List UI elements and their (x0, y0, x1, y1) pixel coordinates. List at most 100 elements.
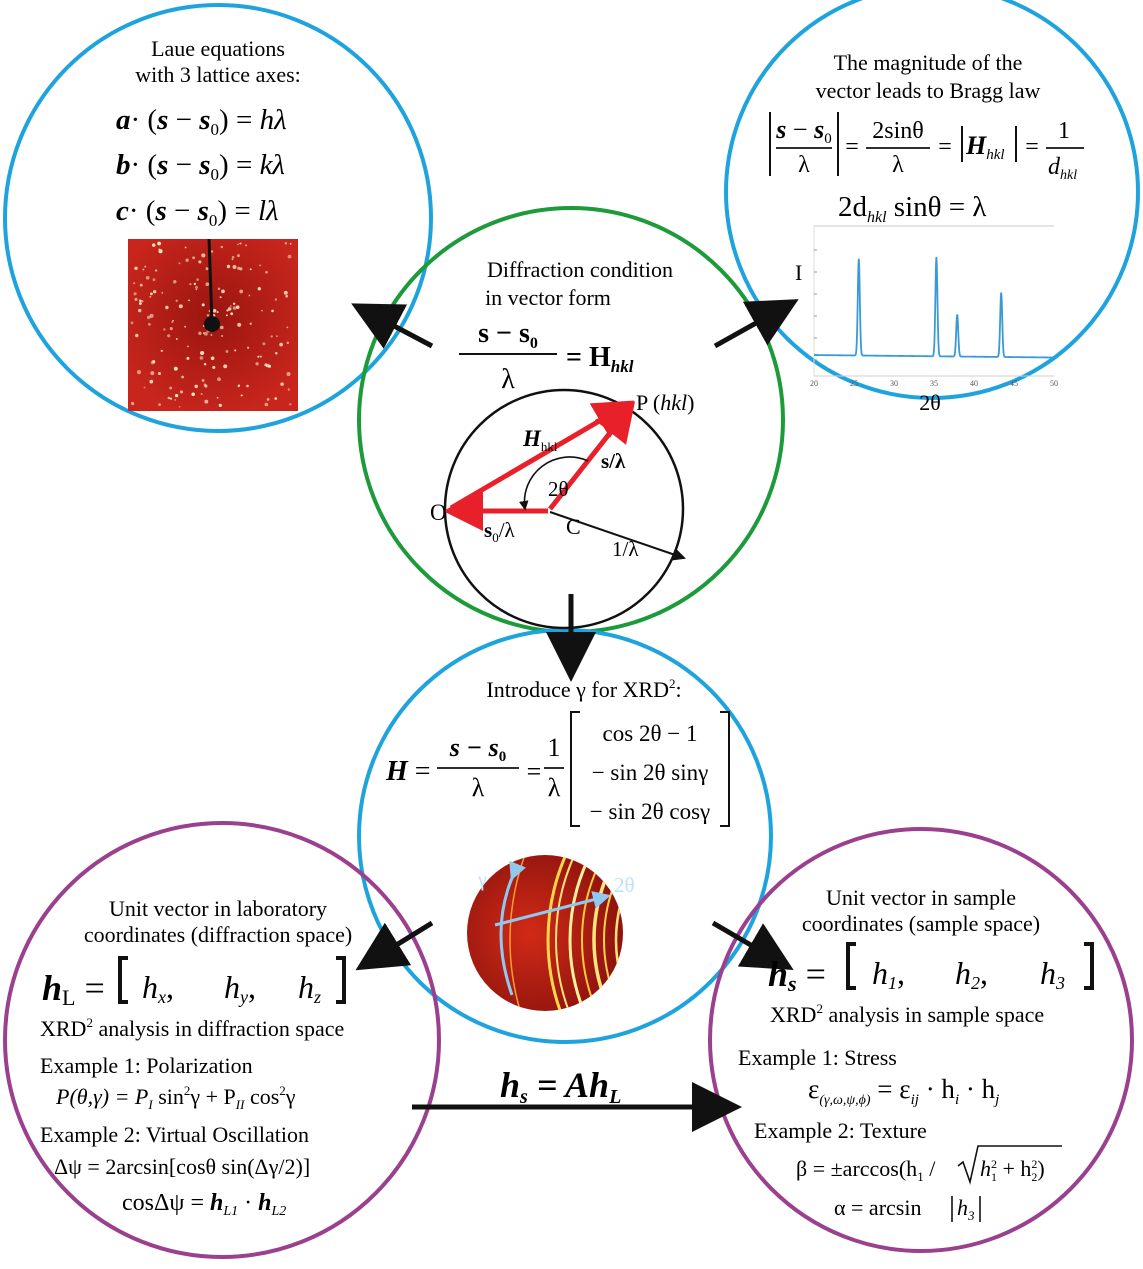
svg-text:λ: λ (501, 364, 515, 395)
two-theta-direction-arrow (494, 891, 611, 927)
laue-pattern-image (128, 238, 298, 411)
label-h-hkl: Hhkl (522, 426, 558, 454)
label-inverse-lambda: 1/λ (612, 537, 639, 561)
sample-example1-title: Example 1: Stress (738, 1045, 897, 1070)
chart-x-label: 2θ (919, 390, 941, 415)
label-p-hkl: P (hkl) (636, 390, 694, 415)
two-d-diffraction-image: γ 2θ (467, 855, 635, 1011)
svg-text:λ: λ (472, 773, 485, 802)
laue-circle (3, 3, 433, 433)
laue-equation-b: b· (s − s0) = kλ (116, 149, 285, 184)
vector-form-title-line2: in vector form (485, 285, 611, 310)
lab-vector-equation: hL = hx, hy, hz (42, 956, 346, 1010)
svg-text:h3: h3 (957, 1195, 975, 1223)
svg-text:h12 + h22): h12 + h22) (980, 1156, 1045, 1184)
gamma-circle (357, 628, 773, 1044)
lab-coordinates-circle (3, 821, 441, 1259)
sample-texture-alpha-equation: α = arcsin h3 (834, 1195, 981, 1223)
svg-text:b· (s − s0) = kλ: b· (s − s0) = kλ (116, 149, 285, 184)
svg-text:1: 1 (1058, 118, 1070, 144)
sample-title-line1: Unit vector in sample (826, 885, 1016, 910)
bragg-equation-1: s − s0 λ = 2sinθ λ = Hhkl = 1 dhkl (769, 112, 1084, 183)
laue-title-line2: with 3 lattice axes: (135, 62, 301, 87)
svg-text:dhkl: dhkl (1048, 154, 1077, 183)
h-hkl-vector (449, 400, 635, 511)
bragg-title-line1: The magnitude of the (834, 50, 1023, 75)
svg-text:= Hhkl: = Hhkl (566, 342, 634, 376)
sample-example2-title: Example 2: Texture (754, 1118, 927, 1143)
lab-oscillation-equation-1: Δψ = 2arcsin[cosθ sin(Δγ/2)] (54, 1154, 310, 1179)
svg-text:hs =: hs = (768, 954, 826, 996)
arrow-to-sample (711, 920, 794, 971)
arrow-to-lab (355, 920, 434, 971)
gamma-direction-arrow (499, 860, 526, 996)
svg-text:λ: λ (548, 773, 561, 802)
svg-text:h2,: h2, (955, 955, 988, 993)
svg-text:α = arcsin: α = arcsin (834, 1195, 921, 1220)
lab-title-line2: coordinates (diffraction space) (84, 922, 352, 947)
svg-text:h1,: h1, (872, 955, 905, 993)
svg-text:hL =: hL = (42, 968, 105, 1010)
vector-form-equation: s − s0 λ = Hhkl (459, 318, 634, 395)
svg-text:=: = (527, 757, 542, 786)
svg-text:hy,: hy, (224, 969, 256, 1007)
svg-text:λ: λ (892, 152, 904, 178)
image-gamma-label: γ (477, 869, 487, 891)
xrd-curve (814, 257, 1054, 359)
vector-form-title-line1: Diffraction condition (487, 257, 673, 282)
chart-y-label: I (795, 260, 802, 285)
sample-vector-equation: hs = h1, h2, h3 (768, 942, 1094, 996)
label-o: O (430, 500, 447, 525)
lab-example2-title: Example 2: Virtual Oscillation (40, 1122, 309, 1147)
lab-example1-title: Example 1: Polarization (40, 1053, 253, 1078)
svg-text:hz: hz (298, 969, 321, 1007)
image-two-theta-label: 2θ (614, 873, 635, 897)
svg-text:=: = (845, 134, 859, 160)
label-s0-lambda: s0/λ (484, 518, 516, 545)
x-tick-label: 25 (850, 379, 858, 388)
bragg-title-line2: vector leads to Bragg law (816, 78, 1041, 103)
svg-text:s − s0: s − s0 (478, 318, 538, 352)
two-theta-arc (519, 456, 589, 511)
sample-texture-beta-equation: β = ±arccos(h1 / h12 + h22) (796, 1145, 1062, 1185)
laue-equation-c: c· (s − s0) = lλ (116, 195, 279, 230)
svg-text:a· (s − s0) = hλ: a· (s − s0) = hλ (116, 104, 287, 139)
radius-vector (549, 511, 686, 561)
x-tick-label: 20 (810, 379, 818, 388)
transform-equation: hs = AhL (500, 1065, 621, 1108)
bragg-law: 2dhkl sinθ = λ (838, 191, 986, 226)
svg-text:=: = (938, 134, 952, 160)
label-s-lambda: s/λ (601, 449, 626, 473)
gamma-title: Introduce γ for XRD2: (486, 676, 681, 702)
sample-analysis-label: XRD2 analysis in sample space (770, 1001, 1044, 1027)
x-tick-label: 30 (890, 379, 898, 388)
svg-text:s − s0: s − s0 (775, 115, 831, 147)
svg-text:h3: h3 (1040, 955, 1065, 993)
svg-text:λ: λ (798, 152, 810, 178)
svg-text:H =: H = (385, 756, 431, 787)
svg-text:Hhkl: Hhkl (965, 131, 1005, 163)
arrow-to-laue (351, 303, 434, 349)
sample-title-line2: coordinates (sample space) (802, 911, 1040, 936)
lab-polarization-equation: P(θ,γ) = PI sin2γ + PII cos2γ (55, 1083, 296, 1112)
laue-title-line1: Laue equations (151, 36, 285, 61)
svg-text:=: = (1025, 134, 1039, 160)
svg-text:1: 1 (548, 733, 561, 762)
arrow-to-bragg (713, 299, 799, 349)
sample-coordinates-circle (708, 827, 1134, 1253)
x-tick-label: 50 (1050, 379, 1058, 388)
svg-text:β = ±arccos(h1 /: β = ±arccos(h1 / (796, 1156, 936, 1184)
svg-text:cos 2θ − 1: cos 2θ − 1 (603, 721, 698, 746)
sample-stress-equation: ε(γ,ω,ψ,ϕ) = εij · hi · hj (808, 1074, 999, 1108)
svg-text:c· (s − s0) = lλ: c· (s − s0) = lλ (116, 195, 279, 230)
bragg-circle (724, 0, 1140, 400)
label-two-theta: 2θ (548, 477, 569, 501)
svg-text:− sin 2θ cosγ: − sin 2θ cosγ (590, 799, 710, 824)
svg-text:2sinθ: 2sinθ (872, 118, 924, 144)
lab-oscillation-equation-2: cosΔψ = hL1 · hL2 (122, 1190, 286, 1219)
label-c: C (566, 514, 581, 539)
svg-text:− sin 2θ sinγ: − sin 2θ sinγ (592, 760, 709, 785)
